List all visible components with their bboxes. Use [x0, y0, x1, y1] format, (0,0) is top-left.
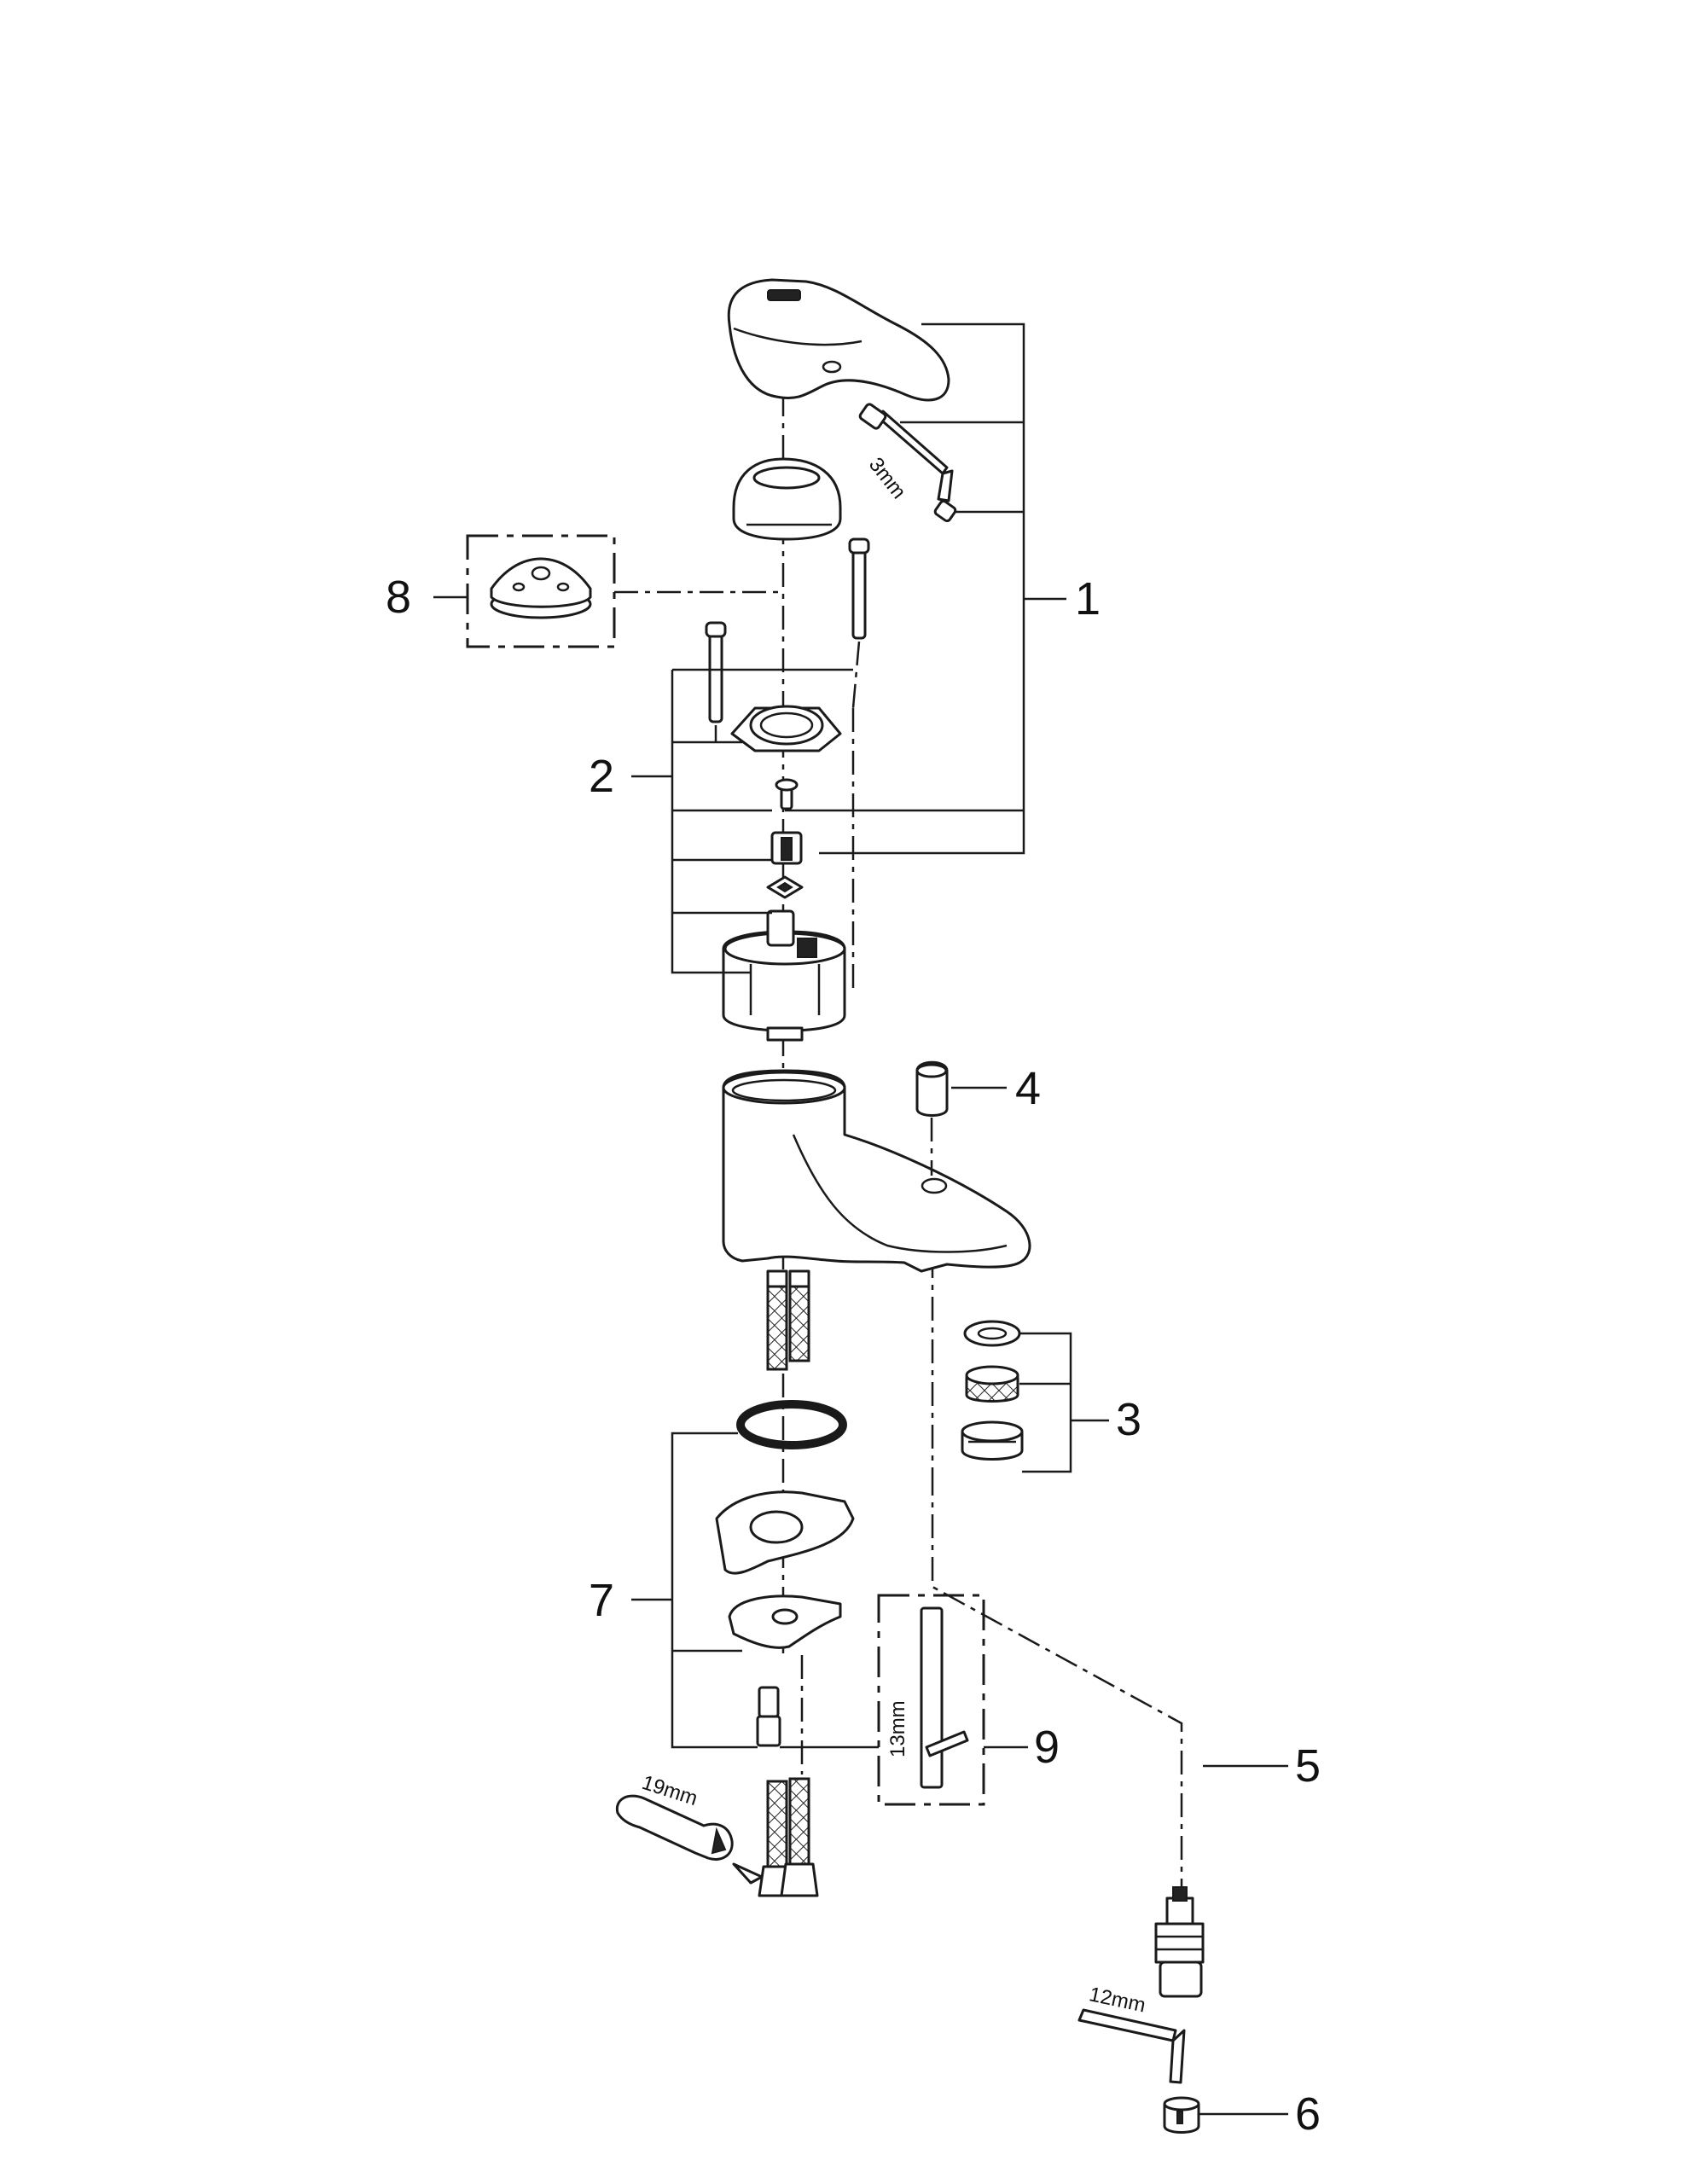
- callout-5: 5: [1295, 1740, 1321, 1792]
- aerator-housing: [961, 1420, 1024, 1461]
- threaded-stud: [756, 1686, 781, 1747]
- callout-6: 6: [1295, 2088, 1321, 2140]
- callout-2: 2: [589, 751, 614, 802]
- callout-1: 1: [1075, 573, 1101, 624]
- adapter-piece: [770, 831, 803, 865]
- cover-cap: [732, 457, 842, 541]
- mounting-bolts: [705, 537, 870, 742]
- hex-key-3mm: 3mm: [858, 403, 957, 523]
- mixing-cartridge: [722, 909, 846, 1042]
- socket-wrench-size-label: 13mm: [886, 1700, 909, 1757]
- hose-ends: [758, 1777, 819, 1897]
- aerator-insert: [965, 1365, 1019, 1403]
- small-nut: [1163, 2096, 1200, 2134]
- aerator-washer: [963, 1320, 1021, 1347]
- callout-4: 4: [1015, 1063, 1041, 1114]
- callout-numbers: 1 2 3 4 5 6 7 8 9: [386, 572, 1321, 2140]
- valve-cartridge: [1154, 1886, 1205, 1998]
- hex-key-size-label: 3mm: [864, 453, 910, 503]
- callout-3: 3: [1116, 1394, 1141, 1445]
- callout-8-box: [466, 534, 783, 648]
- small-screw: [775, 778, 799, 810]
- small-gasket: [766, 875, 804, 899]
- o-ring: [736, 1400, 847, 1449]
- flex-hoses: [766, 1269, 810, 1371]
- callout-8: 8: [386, 572, 411, 623]
- button-insert: [915, 1060, 949, 1176]
- callout-9-box: 13mm: [877, 1594, 985, 1806]
- horseshoe-washer: [728, 1594, 842, 1649]
- spout-body: [722, 1069, 1031, 1273]
- lever-handle: [727, 278, 950, 402]
- callout-leaders: [433, 322, 1288, 2116]
- callout-9: 9: [1034, 1722, 1060, 1773]
- flange-ring: [730, 705, 842, 752]
- foam-gasket: [715, 1490, 855, 1575]
- flat-wrench-19mm: 19mm: [615, 1771, 764, 1885]
- callout-7: 7: [589, 1575, 614, 1626]
- cartridge-key-12mm: 12mm: [1077, 1983, 1186, 2084]
